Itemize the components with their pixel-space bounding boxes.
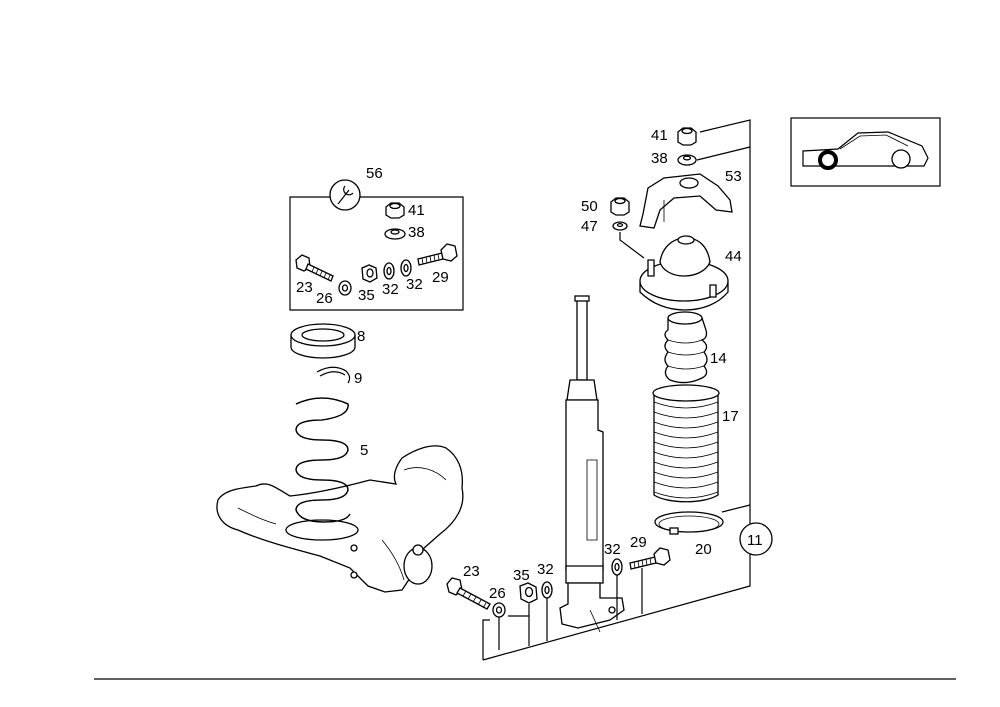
part-washer-47	[612, 221, 628, 231]
part-strut-mount-44	[639, 235, 729, 311]
part-bolt-29-lower	[629, 547, 671, 570]
part-nut-41-top	[677, 127, 697, 146]
part-bolt-23-lower	[446, 577, 491, 610]
callout-20: 20	[695, 541, 712, 558]
callout-14: 14	[710, 350, 727, 367]
part-clip-9	[316, 366, 351, 384]
callout-29-kit: 29	[432, 269, 449, 286]
callout-8: 8	[357, 328, 365, 345]
part-washer-26-lower	[492, 602, 506, 618]
callout-32-lower-a: 32	[537, 561, 554, 578]
wrench-icon	[329, 179, 361, 211]
part-nut-41-kit	[385, 202, 405, 219]
callout-23-lower: 23	[463, 563, 480, 580]
part-clamp-20	[654, 511, 724, 535]
callout-11: 11	[747, 532, 763, 549]
part-washer-32-kit-b	[400, 259, 412, 277]
callout-17: 17	[722, 408, 739, 425]
part-washer-26-kit	[338, 280, 352, 296]
part-lower-control-arm	[216, 445, 464, 593]
callout-56: 56	[366, 165, 383, 182]
part-spring-pad-8	[290, 323, 356, 359]
part-bolt-29-kit	[417, 243, 458, 266]
callout-32-kit-b: 32	[406, 276, 423, 293]
part-washer-38-top	[677, 154, 697, 166]
callout-23-kit: 23	[296, 279, 313, 296]
part-washer-38-kit	[384, 228, 406, 240]
part-bolt-23-kit	[295, 254, 334, 282]
callout-47: 47	[581, 218, 598, 235]
part-washer-32-kit-a	[383, 262, 395, 280]
vehicle-locator-inset	[790, 117, 941, 187]
part-coil-spring-5	[285, 397, 359, 541]
part-washer-32-lower-a	[541, 581, 553, 599]
callout-35-kit: 35	[358, 287, 375, 304]
callout-53: 53	[725, 168, 742, 185]
callout-9: 9	[354, 370, 362, 387]
callout-32-kit-a: 32	[382, 281, 399, 298]
fastener-kit-box	[289, 179, 464, 311]
callout-44: 44	[725, 248, 742, 265]
callout-11-circle	[739, 522, 773, 556]
callout-41-kit: 41	[408, 202, 425, 219]
callout-26-kit: 26	[316, 290, 333, 307]
part-top-mount-53	[639, 173, 733, 229]
callout-5: 5	[360, 442, 368, 459]
callout-32-lower-b: 32	[604, 541, 621, 558]
part-nut-50	[610, 197, 630, 216]
car-locator-icon	[802, 131, 929, 170]
callout-50: 50	[581, 198, 598, 215]
part-nut-35-lower	[519, 582, 538, 604]
callout-38-kit: 38	[408, 224, 425, 241]
callout-26-lower: 26	[489, 585, 506, 602]
callout-labels: 56 41 38 23 26 35 32 32 29 8 9 5 41 38 5…	[296, 127, 763, 602]
part-bump-stop-14	[664, 311, 708, 384]
callout-35-lower: 35	[513, 567, 530, 584]
callout-38-top: 38	[651, 150, 668, 167]
part-dust-boot-17	[652, 384, 720, 503]
part-nut-35-kit	[361, 264, 378, 283]
part-washer-32-lower-b	[611, 558, 623, 576]
assembly-bracket-lines	[482, 119, 751, 661]
callout-41-top: 41	[651, 127, 668, 144]
callout-29-lower: 29	[630, 534, 647, 551]
part-shock-absorber	[559, 295, 625, 629]
